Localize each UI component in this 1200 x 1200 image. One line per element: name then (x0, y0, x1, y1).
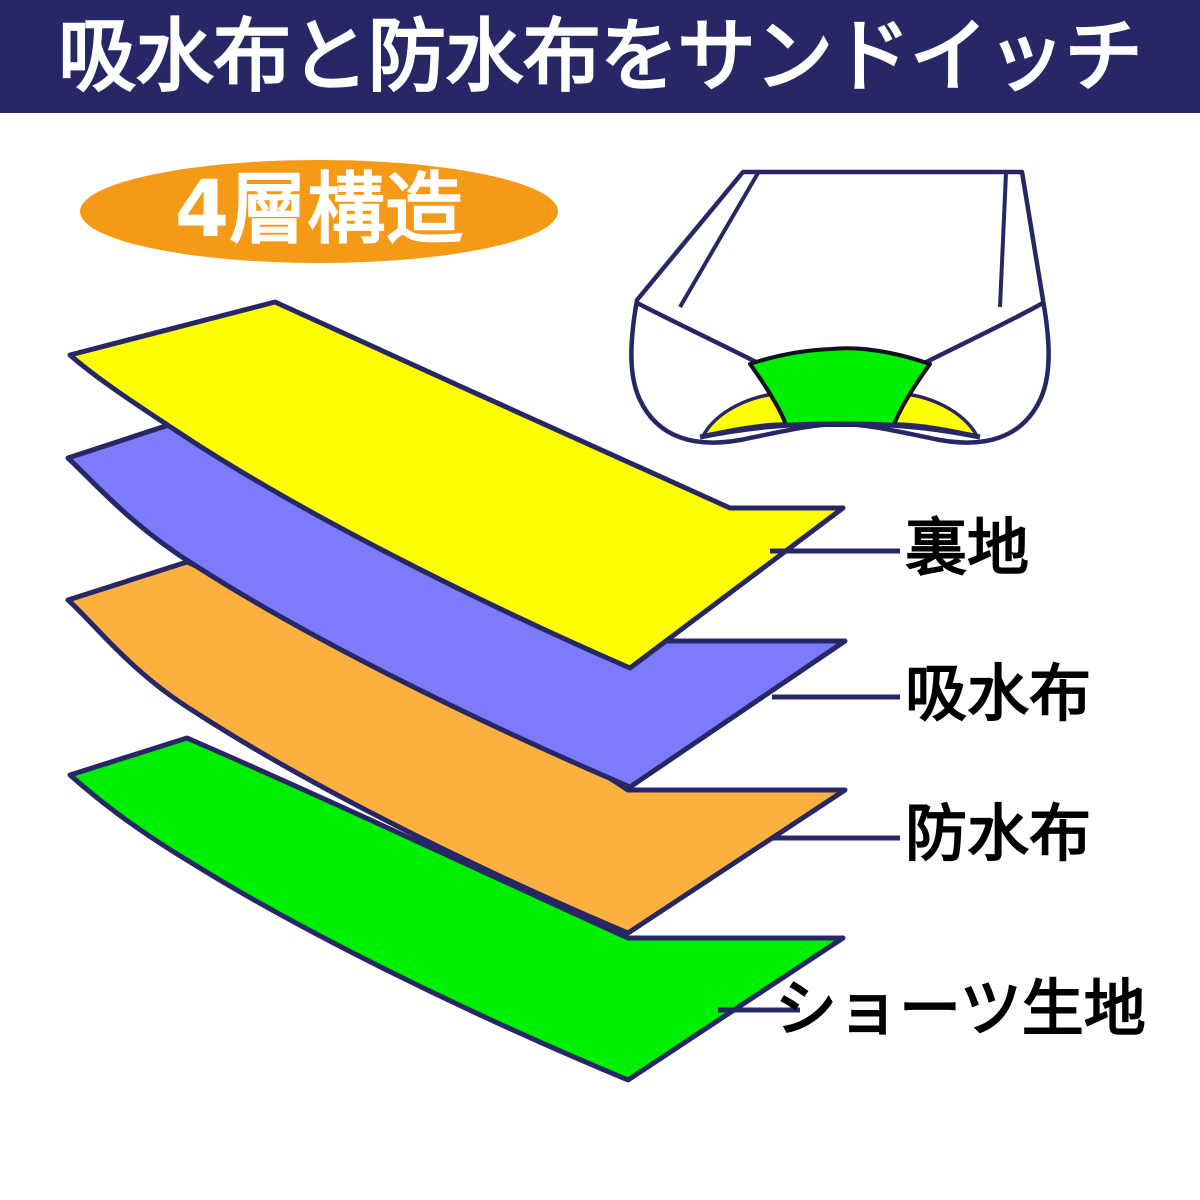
layer-label-waterproof: 防水布 (905, 797, 1092, 870)
layer-shape-green (67, 735, 846, 1083)
panties-left-seam (678, 171, 760, 309)
layer-label-lining: 裏地 (905, 511, 1030, 584)
panties-right-seam (998, 172, 1008, 308)
page-title: 吸水布と防水布をサンドイッチ (58, 9, 1143, 103)
structure-badge: 4層構造 (80, 160, 558, 263)
badge-ellipse-shape (80, 160, 558, 263)
badge-label: 4層構造 (174, 164, 464, 255)
layer-shape-yellow (67, 299, 846, 671)
header-banner: 吸水布と防水布をサンドイッチ (0, 0, 1200, 113)
panties-bottom-hem (699, 421, 981, 440)
panties-illustration (629, 169, 1051, 445)
layer-label-panty-fabric: ショーツ生地 (775, 972, 1146, 1045)
layer-label-absorbent: 吸水布 (905, 657, 1092, 730)
